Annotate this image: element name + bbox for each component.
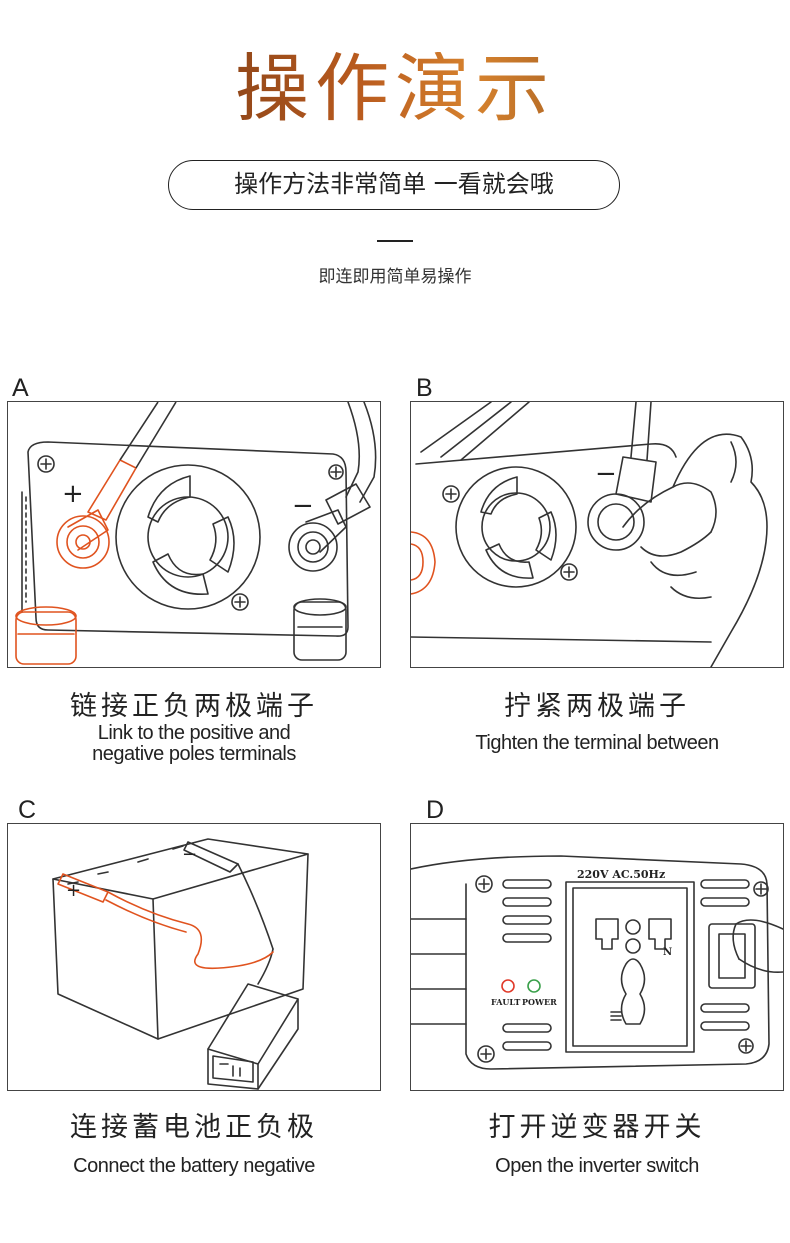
step-a-caption-en: Link to the positive and negative poles …	[7, 723, 381, 765]
step-d-caption-cn: 打开逆变器开关	[488, 1112, 706, 1143]
tagline-pill: 操作方法非常简单 一看就会哦	[168, 160, 620, 210]
step-c-illustration: + −	[7, 823, 381, 1091]
step-c-caption-cn: 连接蓄电池正负极	[70, 1112, 318, 1143]
step-d-caption-en: Open the inverter switch	[495, 1155, 699, 1177]
subtitle: 即连即用简单易操作	[318, 267, 472, 287]
inverter-switch-drawing: 220V AC.50Hz FAULT POWER N	[411, 855, 783, 1070]
minus-mark: −	[182, 844, 197, 865]
inverter-terminals-drawing: + −	[15, 402, 377, 665]
power-led	[527, 979, 541, 993]
step-a-illustration: + −	[7, 401, 381, 668]
plus-mark: +	[66, 880, 81, 901]
step-b-illustration: −	[410, 401, 784, 668]
step-c-caption-en: Connect the battery negative	[73, 1155, 315, 1177]
step-c-letter: C	[18, 796, 37, 824]
fault-led	[501, 979, 515, 993]
step-b-letter: B	[416, 374, 433, 402]
step-a-caption-en-line2: negative poles terminals	[92, 743, 296, 765]
step-a-caption-en-line1: Link to the positive and	[97, 722, 291, 744]
step-d-letter: D	[426, 796, 445, 824]
fault-label: FAULT	[491, 997, 520, 1007]
page-title: 操作演示	[0, 52, 790, 126]
neutral-label: N	[663, 947, 672, 958]
step-b-caption-cn: 拧紧两极端子	[504, 691, 690, 722]
power-label: POWER	[522, 997, 557, 1007]
step-b-caption-en: Tighten the terminal between	[475, 732, 719, 754]
divider	[377, 240, 413, 242]
step-a-letter: A	[12, 374, 29, 402]
battery-connection-drawing: + −	[52, 838, 309, 1090]
step-a-caption-cn: 链接正负两极端子	[70, 691, 318, 722]
plus-mark: +	[62, 479, 84, 509]
rating-label: 220V AC.50Hz	[577, 868, 665, 881]
minus-mark: −	[292, 491, 314, 521]
minus-mark: −	[595, 459, 617, 489]
tagline-text: 操作方法非常简单 一看就会哦	[234, 170, 554, 198]
step-d-illustration: 220V AC.50Hz FAULT POWER N	[410, 823, 784, 1091]
tighten-terminal-drawing: −	[411, 402, 768, 667]
